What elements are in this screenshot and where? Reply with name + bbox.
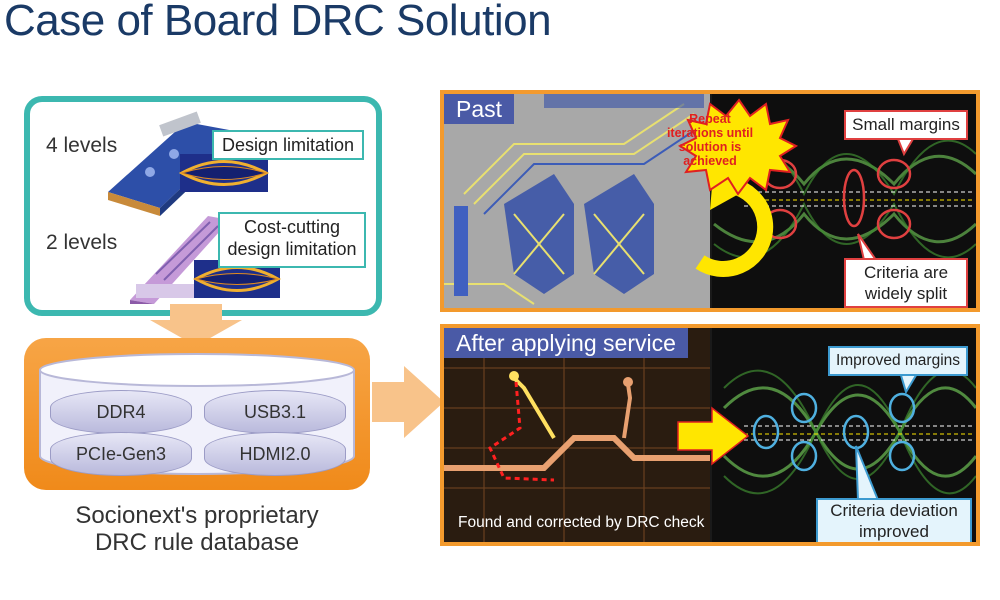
level-2-label: 2 levels (46, 231, 118, 254)
db-item-ddr4: DDR4 (50, 390, 192, 434)
blue-ring-3 (790, 440, 818, 472)
improved-margins-callout: Improved margins (828, 346, 968, 376)
after-panel: After applying service Found and correct… (440, 324, 980, 546)
starburst-text: Repeat iterations until solution is achi… (650, 112, 770, 168)
cost-cutting-label-line2: design limitation (227, 239, 357, 259)
board-2-level-image (130, 216, 230, 304)
small-margins-label: Small margins (852, 115, 960, 134)
blue-ring-2 (790, 392, 818, 424)
criteria-split-line1: Criteria are (863, 263, 949, 282)
db-item-hdmi20: HDMI2.0 (204, 432, 346, 476)
blue-ring-1 (752, 414, 780, 450)
starburst-shape (677, 98, 799, 196)
red-ring-3 (842, 168, 866, 228)
criteria-deviation-line1: Criteria deviation (830, 501, 958, 520)
levels-box: 4 levels 2 levels (24, 96, 382, 316)
right-arrow-icon (372, 366, 444, 438)
cost-cutting-label-line1: Cost-cutting (243, 217, 341, 237)
database-caption: Socionext's proprietary DRC rule databas… (24, 502, 370, 556)
down-arrow-icon (150, 304, 242, 346)
database-caption-line2: DRC rule database (94, 529, 300, 556)
criteria-split-line2: widely split (864, 284, 948, 303)
drc-found-text: Found and corrected by DRC check (458, 514, 705, 531)
db-item-usb31: USB3.1 (204, 390, 346, 434)
pcb-layout-image (444, 94, 710, 308)
criteria-split-callout: Criteria are widely split (844, 258, 968, 308)
starburst-line-1: Repeat (689, 112, 731, 126)
db-item-pcie-gen3: PCIe-Gen3 (50, 432, 192, 476)
past-tag: Past (444, 94, 515, 124)
design-limitation-box: Design limitation (212, 130, 364, 160)
blue-ring-5 (888, 392, 916, 424)
starburst-line-4: achieved (683, 154, 737, 168)
after-tag: After applying service (444, 328, 688, 358)
page-title: Case of Board DRC Solution (4, 0, 552, 45)
criteria-deviation-callout: Criteria deviation improved (816, 498, 972, 542)
rule-database-box: DDR4 USB3.1 PCIe-Gen3 HDMI2.0 (24, 338, 370, 490)
improved-margins-label: Improved margins (835, 352, 961, 369)
eye-diagram-1-image (178, 154, 270, 192)
starburst-line-2: iterations until (666, 126, 754, 140)
past-panel: Past Repeat iterations until solution is… (440, 90, 980, 312)
red-ring-5 (876, 208, 912, 240)
cost-cutting-box: Cost-cutting design limitation (218, 212, 366, 268)
blue-ring-6 (888, 440, 916, 472)
criteria-deviation-line2: improved (859, 522, 929, 541)
improvement-arrow-icon (677, 406, 750, 466)
level-4-label: 4 levels (46, 134, 118, 157)
pcb-traces-image (444, 328, 710, 542)
database-caption-line1: Socionext's proprietary (75, 502, 319, 529)
small-margins-callout: Small margins (844, 110, 968, 140)
starburst-line-3: solution is (678, 140, 742, 154)
red-ring-4 (876, 158, 912, 190)
design-limitation-label: Design limitation (221, 135, 355, 155)
